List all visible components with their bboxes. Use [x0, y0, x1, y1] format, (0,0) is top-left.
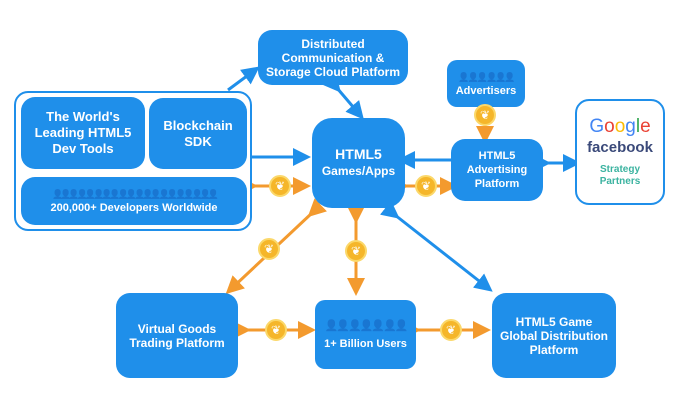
distribution-platform-node: HTML5 Game Global Distribution Platform	[492, 293, 616, 378]
devtools-line2: Leading HTML5	[34, 125, 132, 140]
center-line2: Games/Apps	[321, 164, 396, 178]
google-logo: Google	[589, 116, 651, 137]
token-coin-icon: ❦	[258, 238, 280, 260]
developers-label: 200,000+ Developers Worldwide	[50, 202, 218, 214]
strategy-partners-node: Google facebook Strategy Partners	[575, 99, 665, 205]
ad-line1: HTML5	[478, 150, 516, 162]
person-icon: 👤👤👤👤👤👤	[458, 71, 515, 82]
distribution-line3: Platform	[529, 342, 579, 357]
center-line1: HTML5	[335, 146, 382, 162]
distribution-line2: Global Distribution	[500, 328, 608, 343]
partners-line1: Strategy	[599, 164, 640, 175]
token-coin-icon: ❦	[265, 319, 287, 341]
token-coin-icon: ❦	[474, 104, 496, 126]
token-coin-icon: ❦	[269, 175, 291, 197]
html5-games-apps-node: HTML5 Games/Apps	[312, 118, 405, 208]
partners-line2: Partners	[599, 176, 641, 187]
blockchain-line1: Blockchain	[163, 117, 233, 133]
advertisers-node: 👤👤👤👤👤👤 Advertisers	[447, 60, 525, 107]
virtual-line2: Trading Platform	[129, 335, 225, 350]
developers-node: 👤👤👤👤👤👤👤👤👤👤👤👤👤👤👤👤👤👤👤👤 200,000+ Developers…	[21, 177, 247, 225]
advertisers-label: Advertisers	[455, 84, 517, 97]
virtual-line1: Virtual Goods	[137, 321, 217, 336]
advertising-platform-node: HTML5 Advertising Platform	[451, 139, 543, 201]
ad-line3: Platform	[474, 178, 520, 190]
ad-line2: Advertising	[466, 164, 528, 176]
arrow-center-distribution	[380, 200, 493, 292]
arrow-cloud-center	[322, 73, 364, 120]
virtual-goods-node: Virtual Goods Trading Platform	[116, 293, 238, 378]
cloud-line2: Communication &	[281, 50, 385, 65]
devtools-line1: The World's	[46, 109, 120, 124]
person-icon: 👤👤👤👤👤👤👤	[324, 319, 409, 332]
token-coin-icon: ❦	[415, 175, 437, 197]
token-coin-icon: ❦	[345, 240, 367, 262]
cloud-line3: Storage Cloud Platform	[265, 64, 400, 79]
blockchain-line2: SDK	[184, 133, 212, 149]
cloud-platform-node: Distributed Communication & Storage Clou…	[258, 30, 408, 85]
person-icon: 👤👤👤👤👤👤👤👤👤👤👤👤👤👤👤👤👤👤👤👤	[51, 189, 219, 199]
distribution-line1: HTML5 Game	[515, 314, 593, 329]
users-label: 1+ Billion Users	[324, 337, 407, 350]
cloud-line1: Distributed	[301, 36, 365, 51]
arrow-devtools-to-cloud	[227, 66, 260, 92]
dev-tools-node: The World's Leading HTML5 Dev Tools	[21, 97, 145, 169]
blockchain-sdk-node: Blockchain SDK	[149, 98, 247, 169]
users-node: 👤👤👤👤👤👤👤 1+ Billion Users	[315, 300, 416, 369]
token-coin-icon: ❦	[440, 319, 462, 341]
devtools-line3: Dev Tools	[52, 141, 114, 156]
facebook-logo: facebook	[587, 139, 653, 156]
